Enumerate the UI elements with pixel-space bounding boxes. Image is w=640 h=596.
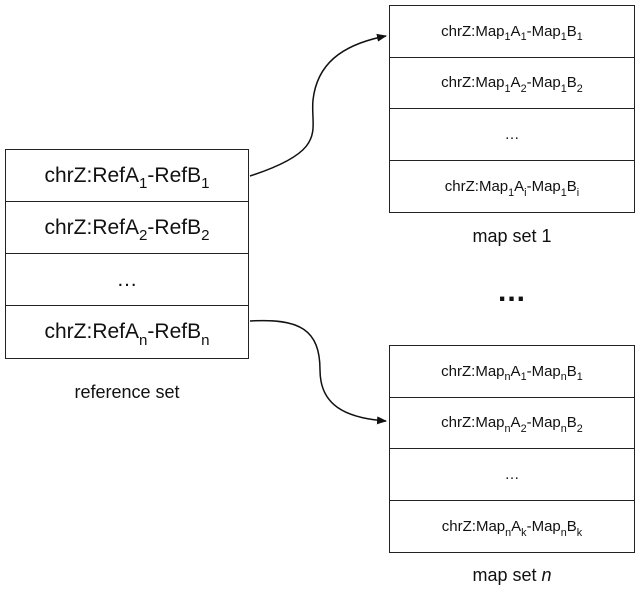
row-text: chrZ:RefAn-RefBn xyxy=(44,320,210,349)
map-set-n-row-k: chrZ:MapnAk-MapnBk xyxy=(390,501,634,553)
map-set-1-row-i: chrZ:Map1Ai-Map1Bi xyxy=(390,161,634,213)
map-set-1-row-2: chrZ:Map1A2-Map1B2 xyxy=(390,58,634,110)
map-set-n-table: chrZ:MapnA1-MapnB1 chrZ:MapnA2-MapnB2 … … xyxy=(389,345,635,553)
row-text: chrZ:MapnA1-MapnB1 xyxy=(441,362,583,384)
ellipsis: … xyxy=(504,465,520,483)
more-map-sets-ellipsis: ... xyxy=(497,275,526,308)
row-text: chrZ:Map1Ai-Map1Bi xyxy=(444,178,580,199)
arrow-to-map-set-n xyxy=(249,319,387,425)
row-text: chrZ:RefA1-RefB1 xyxy=(44,163,210,192)
ellipsis: … xyxy=(504,125,520,143)
reference-set-table: chrZ:RefA1-RefB1 chrZ:RefA2-RefB2 … chrZ… xyxy=(5,149,249,359)
ellipsis: … xyxy=(116,267,138,291)
map-set-n-row-1: chrZ:MapnA1-MapnB1 xyxy=(390,346,634,398)
row-text: chrZ:RefA2-RefB2 xyxy=(44,215,210,244)
row-text: chrZ:Map1A1-Map1B1 xyxy=(441,22,583,44)
arrow-to-map-set-1 xyxy=(249,33,387,177)
reference-row-1: chrZ:RefA1-RefB1 xyxy=(6,150,248,203)
map-set-1-row-ellipsis: … xyxy=(390,109,634,161)
map-set-1-table: chrZ:Map1A1-Map1B1 chrZ:Map1A2-Map1B2 … … xyxy=(389,5,635,213)
map-set-n-row-2: chrZ:MapnA2-MapnB2 xyxy=(390,398,634,450)
reference-row-n: chrZ:RefAn-RefBn xyxy=(6,306,248,358)
reference-row-ellipsis: … xyxy=(6,254,248,307)
reference-set-caption: reference set xyxy=(74,382,180,402)
map-set-n-caption: map set n xyxy=(472,565,552,585)
map-set-1-caption: map set 1 xyxy=(472,226,552,246)
row-text: chrZ:MapnA2-MapnB2 xyxy=(441,414,583,435)
reference-row-2: chrZ:RefA2-RefB2 xyxy=(6,202,248,255)
map-set-1-row-1: chrZ:Map1A1-Map1B1 xyxy=(390,6,634,58)
row-text: chrZ:MapnAk-MapnBk xyxy=(441,518,583,539)
row-text: chrZ:Map1A2-Map1B2 xyxy=(441,74,583,95)
map-set-n-row-ellipsis: … xyxy=(390,449,634,501)
